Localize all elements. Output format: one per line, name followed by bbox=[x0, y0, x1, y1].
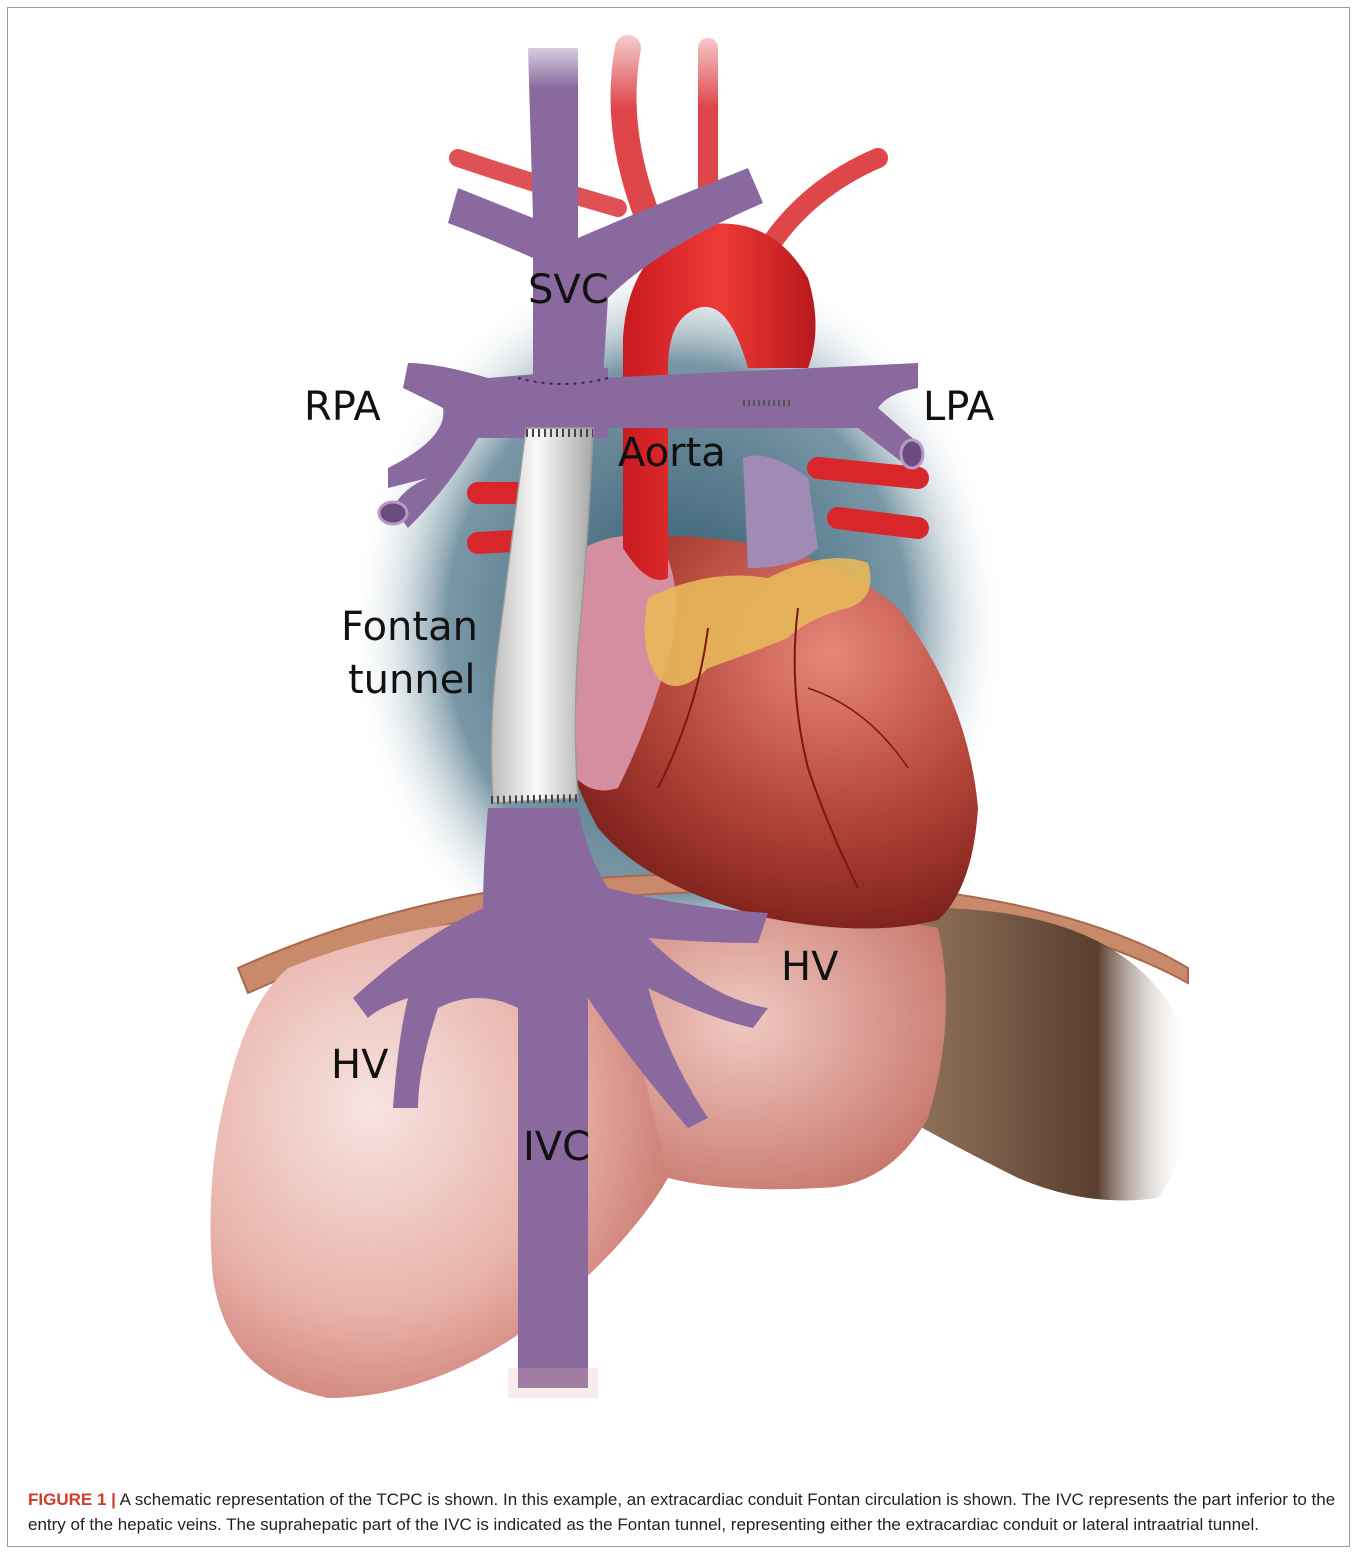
head-artery-right bbox=[768, 158, 878, 248]
pulmonary-vein-l2 bbox=[838, 518, 918, 528]
label-ivc: IVC bbox=[523, 1124, 590, 1170]
label-hv-right: HV bbox=[781, 944, 839, 990]
ivc-fade-bottom bbox=[508, 1368, 598, 1398]
svc-fade bbox=[508, 28, 598, 88]
figure-frame: SVC RPA LPA Aorta Fontan tunnel HV HV IV… bbox=[7, 7, 1350, 1547]
lpa-opening bbox=[901, 440, 923, 468]
label-svc: SVC bbox=[528, 267, 609, 313]
label-rpa: RPA bbox=[304, 384, 381, 430]
figure-caption-text: A schematic representation of the TCPC i… bbox=[28, 1490, 1335, 1534]
label-lpa: LPA bbox=[923, 384, 995, 430]
label-tunnel: tunnel bbox=[348, 657, 475, 703]
label-hv-left: HV bbox=[331, 1042, 389, 1088]
fade-top bbox=[408, 8, 928, 108]
rpa-opening bbox=[379, 502, 407, 524]
label-fontan: Fontan bbox=[341, 604, 478, 650]
tcpc-illustration: SVC RPA LPA Aorta Fontan tunnel HV HV IV… bbox=[8, 8, 1351, 1458]
label-aorta: Aorta bbox=[618, 430, 726, 476]
figure-label: FIGURE 1 | bbox=[28, 1490, 116, 1509]
pulmonary-vein-l1 bbox=[818, 468, 918, 478]
figure-caption: FIGURE 1 | A schematic representation of… bbox=[28, 1487, 1338, 1537]
